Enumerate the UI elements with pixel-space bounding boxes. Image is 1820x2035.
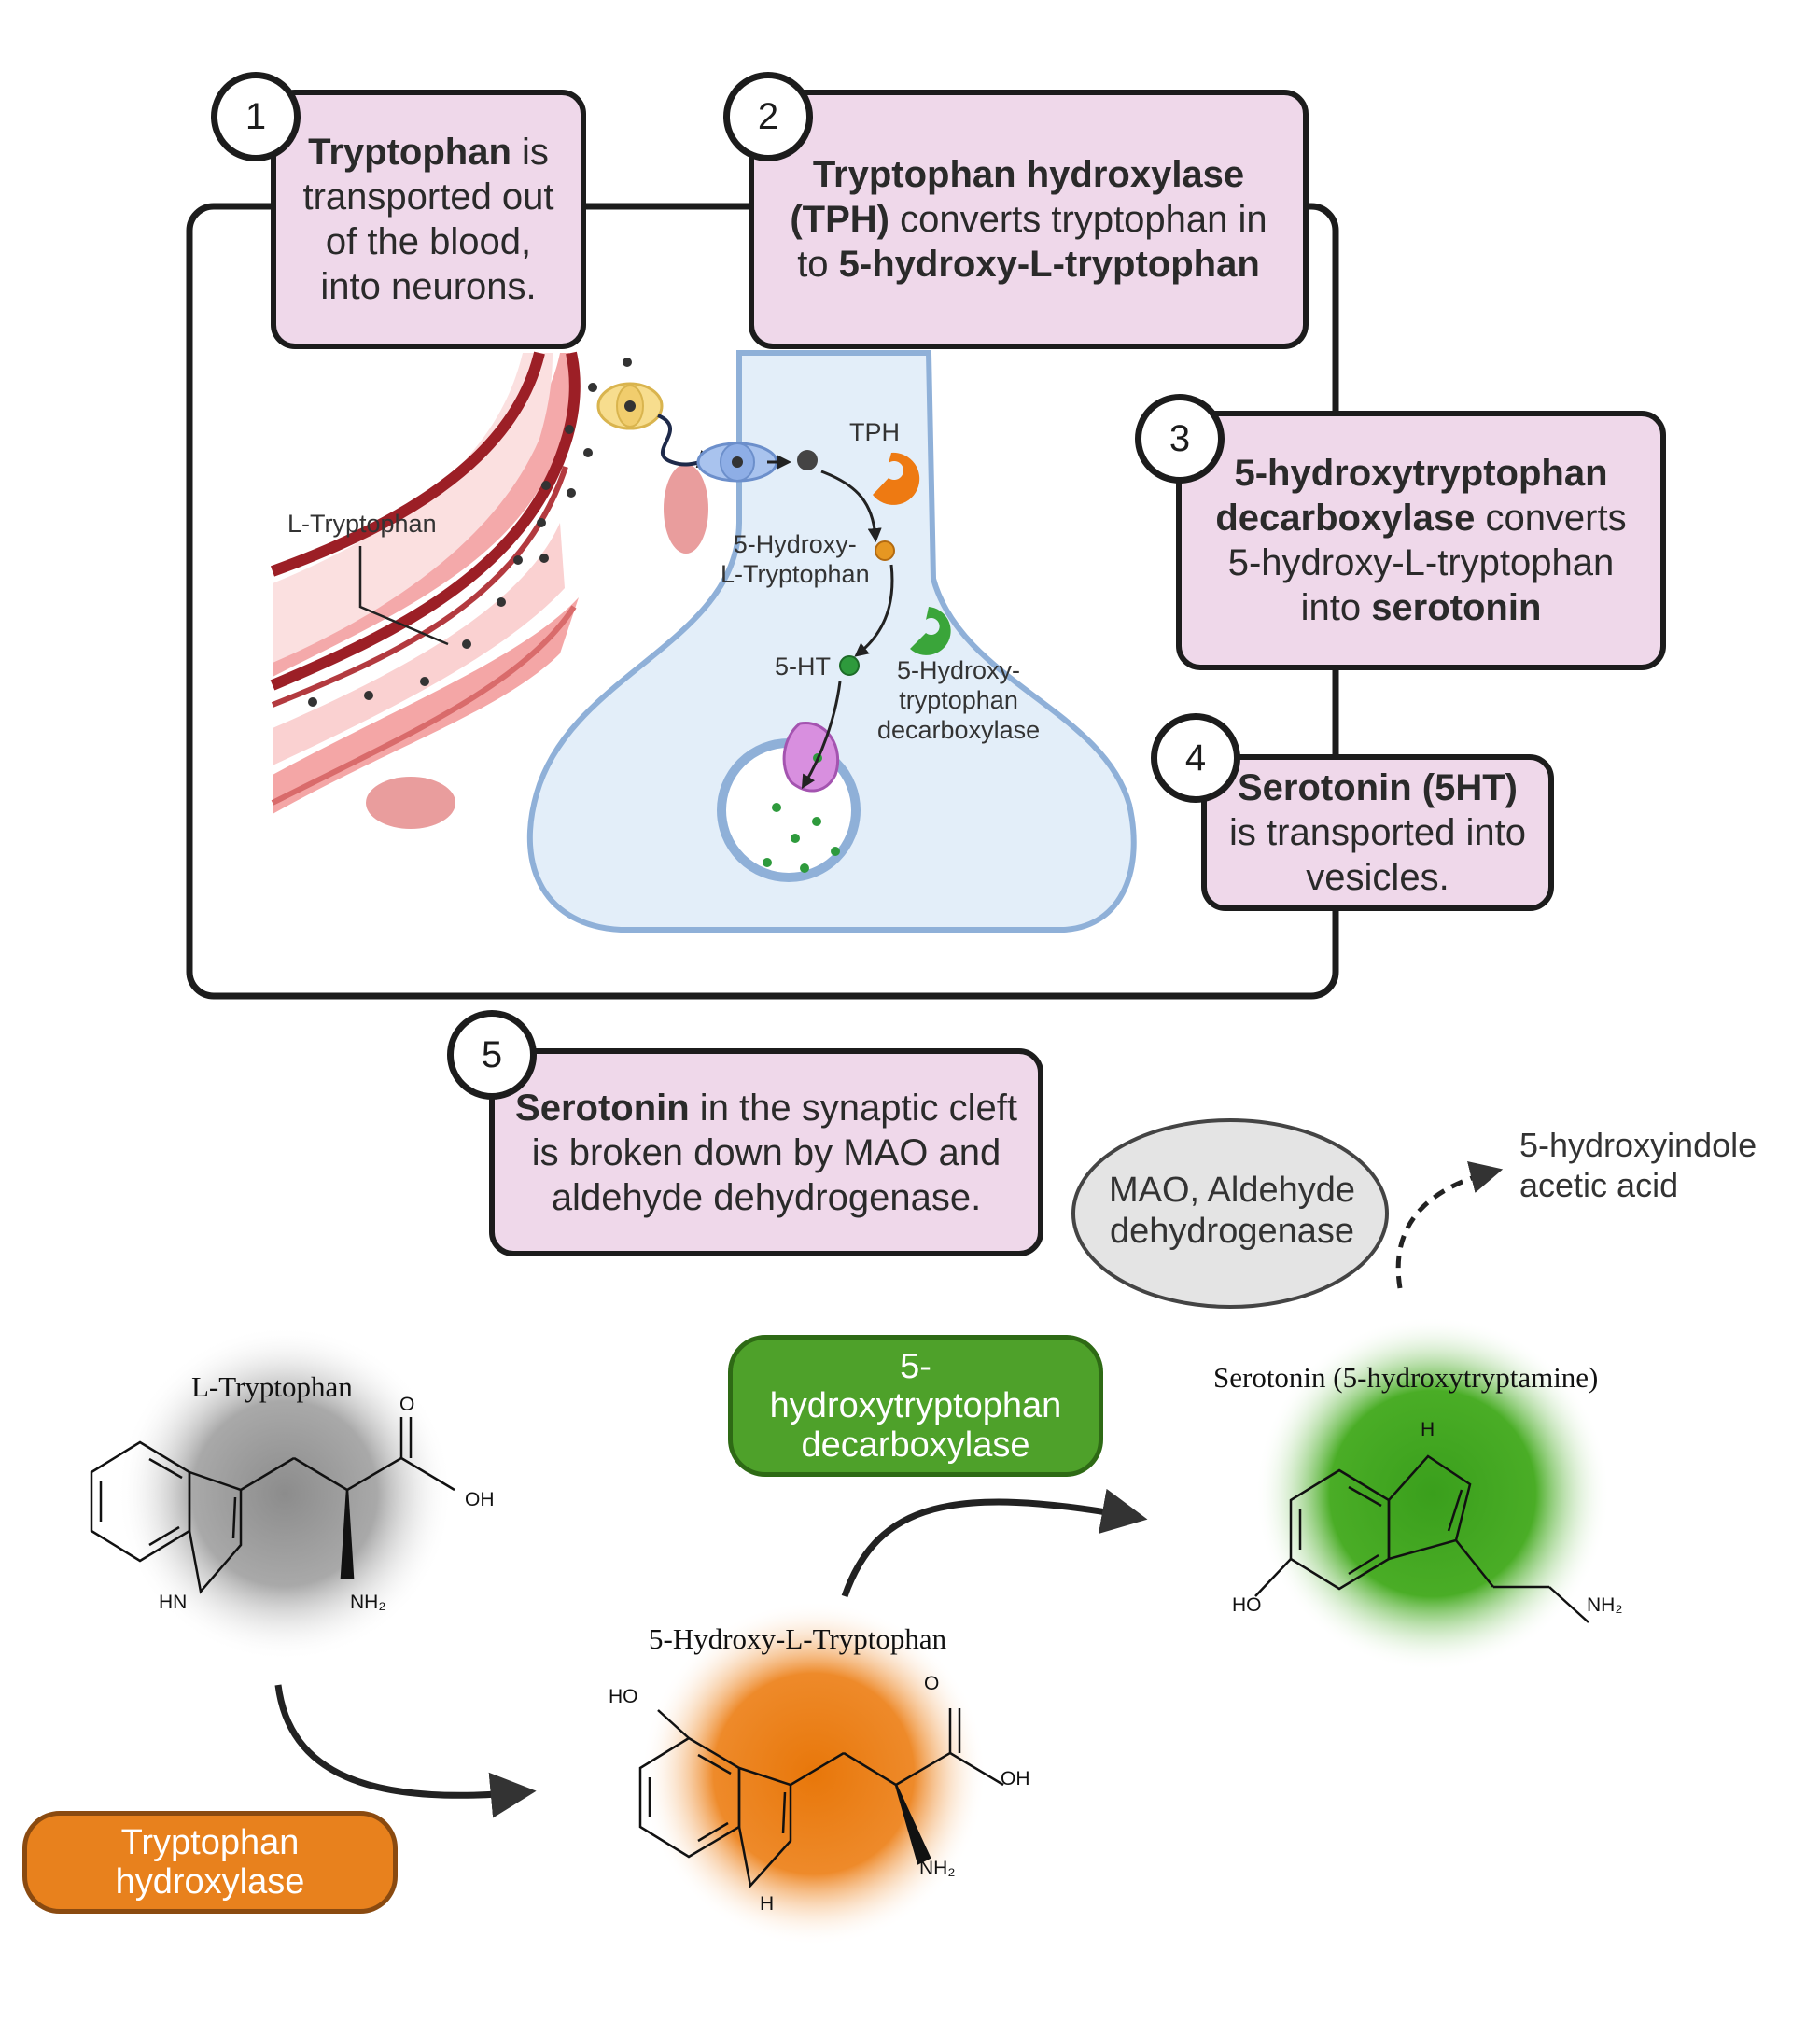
decarboxylase-pill: 5-hydroxytryptophan decarboxylase [728, 1335, 1103, 1477]
step-5-bold: Serotonin [515, 1087, 690, 1129]
step-1-box: Tryptophan is transported out of the blo… [271, 90, 586, 349]
serotonin-structure [1254, 1454, 1589, 1623]
atom-o-1: O [399, 1394, 415, 1415]
step-1-bold: Tryptophan [308, 132, 511, 173]
pathway-arrow-2 [841, 1488, 1148, 1598]
atom-o-2: O [924, 1673, 940, 1694]
step-5-box: Serotonin in the synaptic cleft is broke… [489, 1048, 1043, 1256]
decarboxylase-arrow [854, 564, 894, 657]
l-trp-structure [90, 1417, 455, 1594]
hydroxy-trp-glow [641, 1601, 987, 1946]
step-1-text: is transported out of the blood, into ne… [302, 132, 554, 307]
atom-oh-2: OH [1001, 1768, 1030, 1789]
step-5-number: 5 [447, 1010, 537, 1100]
hydroxy-trp-molecule-icon [875, 540, 895, 561]
pathway-arrow-1 [274, 1684, 537, 1818]
tph-arrow [820, 470, 882, 542]
mao-label: MAO, Aldehyde dehydrogenase [1108, 1171, 1356, 1251]
tph-label: TPH [849, 418, 900, 446]
blood-vessel [270, 351, 708, 829]
serotonin-glow [1255, 1316, 1610, 1671]
step-2-bold-2: 5-hydroxy-L-tryptophan [838, 244, 1260, 285]
atom-oh-1: OH [465, 1489, 495, 1510]
step-2-bold: Tryptophan hydroxylase (TPH) [790, 154, 1245, 240]
step-4-number: 4 [1151, 713, 1240, 803]
step-5-text: in the synaptic cleft is broken down by … [531, 1087, 1017, 1218]
l-tryptophan-label: L-Tryptophan [287, 510, 437, 538]
mao-ellipse [1071, 1118, 1389, 1309]
step-3-box: 5-hydroxytryptophan decarboxylase conver… [1176, 411, 1666, 670]
step-2-box: Tryptophan hydroxylase (TPH) converts tr… [749, 90, 1309, 349]
tryptophan-particles [308, 358, 632, 707]
decarboxylase-enzyme-icon [910, 607, 951, 655]
atom-nh-3: H [1421, 1419, 1435, 1440]
step-3-bold-2: serotonin [1371, 587, 1542, 628]
hydroxy-l-trp-label: 5-Hydroxy- L-Tryptophan [721, 530, 870, 588]
atom-nh2-1: NH₂ [350, 1592, 386, 1613]
tryptophan-molecule-icon [797, 450, 818, 470]
vesicle-arrow [801, 681, 842, 790]
atom-nh2-3: NH₂ [1587, 1594, 1623, 1616]
step-1-number: 1 [211, 72, 301, 161]
serotonin-molecule-icon [839, 655, 860, 676]
product-label: 5-hydroxyindole acetic acid [1519, 1126, 1757, 1204]
neuron-terminal [526, 350, 1137, 933]
serotonin-title: Serotonin (5-hydroxytryptamine) [1213, 1361, 1599, 1394]
atom-nh-2: H [760, 1893, 775, 1915]
step-3-number: 3 [1135, 394, 1225, 484]
hydroxy-trp-title: 5-Hydroxy-L-Tryptophan [649, 1622, 947, 1655]
l-trp-title: L-Tryptophan [191, 1370, 353, 1403]
step-4-box: Serotonin (5HT) is transported into vesi… [1201, 754, 1554, 911]
transporter-yellow-icon [596, 382, 664, 430]
hydroxy-trp-structure [638, 1708, 1004, 1888]
l-trp-glow [117, 1326, 453, 1662]
tph-enzyme-icon [873, 452, 920, 505]
five-ht-label: 5-HT [775, 653, 831, 681]
atom-nh2-2: NH₂ [919, 1858, 956, 1879]
step-3-text: converts 5-hydroxy-L-tryptophan into [1227, 498, 1627, 628]
step-2-number: 2 [723, 72, 813, 161]
tryptophan-hydroxylase-pill: Tryptophan hydroxylase [22, 1811, 398, 1914]
vesicle-transporter-icon [782, 722, 840, 793]
transporter-blue-icon [696, 442, 778, 483]
l-trp-pointer [358, 546, 449, 646]
step-4-bold: Serotonin (5HT) [1238, 767, 1518, 808]
step-2-text: converts tryptophan in to [797, 199, 1267, 285]
atom-hn-1: HN [159, 1592, 188, 1613]
atom-ho-3: HO [1232, 1594, 1262, 1616]
atom-ho-2: HO [609, 1686, 638, 1707]
step-3-bold: 5-hydroxytryptophan decarboxylase [1215, 453, 1608, 539]
mao-arrow [1395, 1160, 1504, 1289]
decarboxylase-label: 5-Hydroxy- tryptophan decarboxylase [877, 656, 1041, 744]
step-4-text: is transported into vesicles. [1229, 812, 1526, 898]
